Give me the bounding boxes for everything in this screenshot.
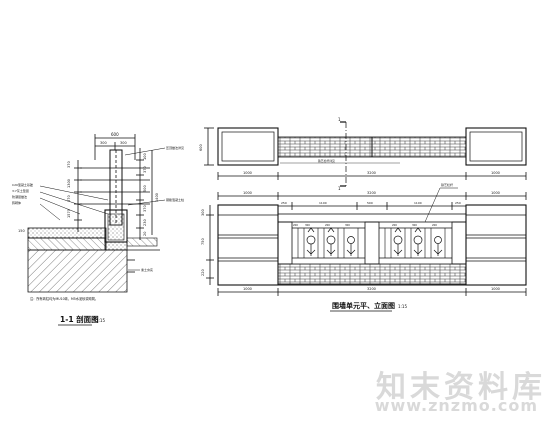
elevation-dim-left: 220 — [201, 269, 205, 276]
section-drawing — [27, 134, 166, 293]
section-scale: 1:15 — [96, 318, 105, 323]
elevation-dim-inner: 500 — [367, 201, 373, 205]
plan-cut-label: 1 — [338, 186, 341, 191]
section-dim-left: 1570 — [67, 209, 71, 218]
elevation-scale: 1:15 — [398, 304, 407, 309]
elevation-dim-top: 3200 — [367, 191, 376, 195]
elevation-dim-fence: 200 — [325, 223, 330, 227]
section-dim-right: 20 — [143, 232, 147, 236]
elevation-dim-top: 1000 — [243, 191, 252, 195]
section-leader-label: 防潮层做法 — [12, 194, 27, 199]
elevation-dim-fence: 300 — [305, 223, 310, 227]
section-dim-top-part: 300 — [100, 141, 107, 145]
section-leader-label: 砖砌体 — [12, 200, 21, 205]
section-title: 1-1 剖面图 — [60, 314, 99, 324]
section-dim-left: 370 — [67, 161, 71, 168]
elevation-dim-inner: 250 — [281, 201, 287, 205]
elevation-title: 围墙单元平、立面图 — [332, 301, 395, 310]
elevation-dim-inner: 1100 — [319, 201, 327, 205]
section-dim-right: 370 — [143, 166, 147, 173]
elevation-dim-bottom: 1000 — [243, 287, 252, 291]
section-leader-label: 压顶做法详见 — [166, 145, 184, 150]
elevation-dim-fence: 200 — [293, 223, 298, 227]
elevation-dim-inner: 1100 — [414, 201, 422, 205]
elevation-dim-left: 300 — [201, 209, 205, 216]
section-dim-top-part: 300 — [120, 141, 127, 145]
elevation-title-group: 围墙单元平、立面图 1:15 — [330, 301, 407, 312]
section-dim-left: 1300 — [67, 179, 71, 188]
section-leader-label: 素土夯实 — [141, 267, 153, 272]
elevation-dim-inner: 250 — [455, 201, 461, 205]
elevation-drawing — [206, 187, 527, 296]
section-leader-label: 钢筋混凝土柱 — [166, 197, 184, 202]
watermark-brand: 知末资料库 — [376, 370, 546, 405]
plan-cut-label: 1 — [338, 117, 341, 122]
elevation-leader-note: 铁艺栏杆 — [441, 182, 453, 187]
section-dim-right-big: 1400 — [155, 193, 159, 202]
plan-dim-bottom: 1000 — [243, 171, 252, 175]
section-dim-right: 100 — [143, 153, 147, 160]
elevation-dim-top: 1000 — [491, 191, 500, 195]
section-dim-right: 230 — [143, 219, 147, 226]
section-note: 注：所有砖柱均为MU10砖，M5水泥砂浆砌筑。 — [30, 296, 98, 301]
section-title-group: 1-1 剖面图 1:15 — [58, 314, 105, 326]
plan-leader-note: 铁艺栏杆详见 — [318, 159, 335, 163]
plan-annotations: 600 1 1 1000 3200 1000 铁艺栏杆详见 — [199, 117, 500, 191]
plan-drawing — [204, 121, 527, 187]
watermark-url: www.znzmo.com — [374, 396, 538, 415]
section-dim-top: 600 — [111, 132, 119, 137]
elevation-dim-fence: 200 — [392, 223, 397, 227]
plan-dim-depth: 600 — [199, 144, 203, 151]
plan-dim-bottom: 1000 — [491, 171, 500, 175]
elevation-dim-fence: 300 — [412, 223, 417, 227]
elevation-dim-bottom: 3200 — [367, 287, 376, 291]
section-dim-right: 370 — [143, 205, 147, 212]
section-dim-bottom-left: 150 — [18, 229, 25, 233]
section-leader-label: C20混凝土基础 — [12, 182, 33, 187]
plan-dim-bottom: 3200 — [367, 171, 376, 175]
section-leader-label: 3:7灰土垫层 — [12, 188, 29, 193]
elevation-annotations: 1000 3200 1000 250 1100 500 1100 250 300… — [201, 182, 500, 291]
elevation-dim-fence: 300 — [345, 223, 350, 227]
section-dim-right: 500 — [143, 185, 147, 192]
elevation-dim-fence: 200 — [432, 223, 437, 227]
elevation-dim-left: 750 — [201, 238, 205, 245]
section-annotations: 600 300 300 370 1300 370 1570 100 370 50… — [12, 132, 184, 301]
section-dim-left: 370 — [67, 195, 71, 202]
elevation-dim-bottom: 1000 — [491, 287, 500, 291]
